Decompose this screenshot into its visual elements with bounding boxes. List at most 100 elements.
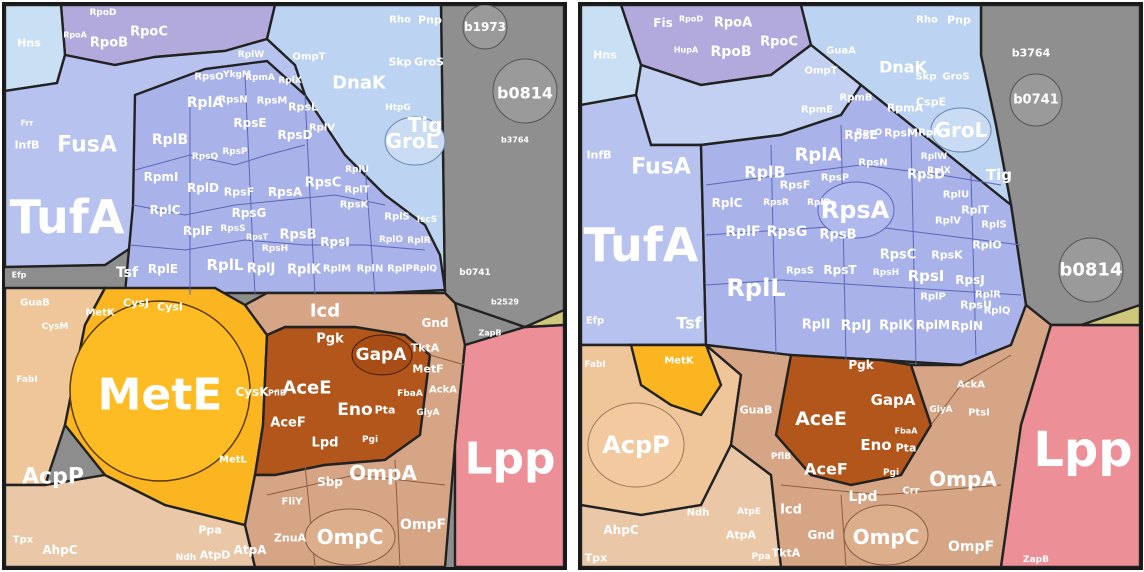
ribosome-label-rplq: RplQ [413,264,437,274]
ribosome-label-rpsi: RpsI [908,267,945,285]
ribosome-label-rpls: RplS [384,212,410,223]
protein-label-efp: Efp [586,316,604,327]
protein-label-ompt: OmpT [293,52,326,63]
protein-label-pnp: Pnp [418,14,442,27]
protein-label-b0741: b0741 [459,268,491,278]
protein-label-ndh: Ndh [687,508,710,519]
protein-label-grol: GroL [935,118,988,142]
protein-label-metl: MetL [219,455,248,466]
protein-label-b3764: b3764 [1012,47,1051,60]
ribosome-label-rplb: RplB [152,132,188,148]
protein-label-acpp: AcpP [22,465,84,490]
protein-label-rho: Rho [916,15,938,26]
ribosome-label-rplo: RplO [972,239,1001,252]
protein-label-cysj: CysJ [123,297,149,310]
protein-label-ompc: OmpC [853,525,920,549]
protein-label-pgk: Pgk [316,332,344,347]
ribosome-label-rpsk: RpsK [340,200,370,211]
protein-label-frr: Frr [21,119,34,128]
ribosome-label-rpst: RpsT [823,263,857,277]
protein-label-gnd: Gnd [808,528,835,542]
protein-label-iscs: IscS [417,215,438,225]
ribosome-label-rpmb: RpmB [840,93,873,104]
protein-label-tsf: Tsf [116,265,139,281]
protein-label-metf: MetF [412,363,443,376]
ribosome-label-rplx: RplX [278,76,301,86]
ribosome-label-rpld: RplD [187,181,219,195]
ribosome-label-rplr: RplR [407,236,430,246]
ribosome-label-rplj: RplJ [247,262,276,277]
ribosome-label-rply: RplY [918,128,944,139]
ribosome-label-rplq: RplQ [984,306,1011,317]
ribosome-label-rplf: RplF [725,224,760,240]
protein-label-ompf: OmpF [948,539,994,555]
protein-label-cysk: CysK [235,385,269,399]
protein-label-rpod: RpoD [89,8,116,18]
protein-label-gapa: GapA [871,391,916,409]
protein-label-acpp: AcpP [602,431,670,459]
ribosome-label-rplv: RplV [309,123,335,134]
ribosome-label-rpse: RpsE [844,128,877,142]
ribosome-label-rpla: RplA [187,95,224,111]
acpp-cell-right [587,402,685,488]
protein-label-fbaa: FbaA [895,427,919,436]
protein-label-fusa: FusA [57,133,117,158]
rpsa-cell-right [817,181,895,239]
protein-label-ndh: Ndh [176,553,196,563]
b0741-cell-right [1009,73,1063,127]
protein-label-ppa: Ppa [751,552,770,562]
protein-label-pnp: Pnp [947,14,971,27]
protein-label-rpoc: RpoC [130,25,168,40]
protein-label-skp: Skp [915,72,936,83]
protein-label-guab: GuaB [740,404,773,417]
ribosome-label-rpsm: RpsM [257,96,288,107]
ribosome-label-rpsn: RpsN [858,158,887,169]
ribosome-label-rpsa: RpsA [268,185,303,199]
gapa-cell-left [351,334,413,376]
protein-label-eno: Eno [860,436,891,454]
protein-label-gros: GroS [942,72,969,83]
protein-label-atpa: AtpA [234,543,268,557]
protein-label-glya: GlyA [929,405,952,415]
ribosome-label-rpme: RpmE [801,105,833,116]
ribosome-label-rpsb: RpsB [820,228,857,243]
protein-label-lpd: Lpd [312,436,339,451]
ribosome-label-rpsr: RpsR [763,198,789,208]
protein-label-rpoc: RpoC [760,35,798,50]
ribosome-label-rpma: RpmA [887,102,924,115]
protein-label-tig: Tig [986,166,1012,184]
ribosome-label-rpsu: RpsU [960,299,992,312]
ribosome-label-rpsh: RpsH [873,268,899,278]
protein-label-cysm: CysM [42,322,69,332]
ribosome-label-ykgm: YkgM [222,70,251,80]
protein-label-ppa: Ppa [198,524,221,537]
protein-label-acee: AceE [795,408,847,430]
ribosome-label-rplt: RplT [961,204,989,217]
protein-label-sbp: Sbp [317,475,343,489]
ribosome-label-rplf: RplF [183,224,213,238]
ribosome-label-rplc: RplC [150,203,181,217]
protein-label-tpx: Tpx [13,535,34,546]
protein-label-metk: MetK [664,356,695,367]
protein-label-gnd: Gnd [422,316,449,330]
ribosome-label-rpsn: RpsN [218,95,247,106]
protein-label-fusa: FusA [631,155,691,180]
ribosome-label-rplk: RplK [287,263,322,278]
ribosome-label-rplm: RplM [916,318,950,332]
protein-label-rpod: RpoD [679,15,703,24]
protein-label-tkta: TktA [411,342,440,355]
ribosome-label-rplt: RplT [344,185,369,196]
protein-label-atpd: AtpD [200,549,231,562]
ribosome-label-rpln: RplN [951,319,983,333]
b0814-cell-right [1058,237,1124,303]
ribosome-label-rplp: RplP [920,292,946,303]
ribosome-label-rplu: RplU [345,165,369,175]
ribosome-label-rpsj: RpsJ [955,273,984,287]
groL-cell-right [930,107,992,153]
ribosome-label-rpsi: RpsI [320,235,349,249]
ribosome-label-rpll: RplL [207,256,244,274]
protein-label-hupa: HupA [674,46,699,55]
